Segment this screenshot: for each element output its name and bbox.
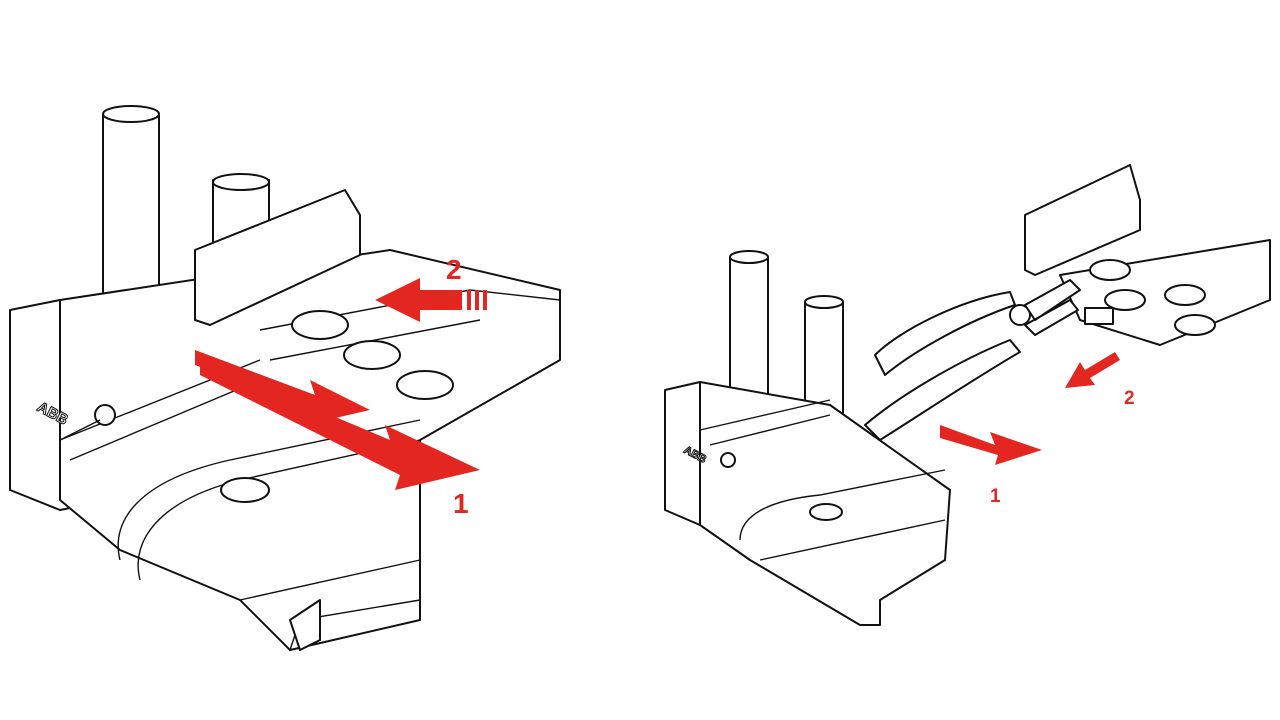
right-step-2-label: 2 (1124, 388, 1135, 409)
left-assembly: ABB (9, 105, 561, 651)
arrow-pull-out-1b (195, 350, 370, 425)
arrow-push-2 (375, 278, 462, 322)
pliers-handle-lower (864, 339, 1021, 441)
arrow-press-2 (1065, 352, 1120, 388)
right-arrows (940, 352, 1120, 465)
pliers-pivot (1009, 304, 1031, 326)
pliers-jaws (1024, 279, 1081, 336)
screw-head (94, 404, 116, 426)
left-step-1-label: 1 (453, 488, 469, 519)
right-assembly: ABB (664, 164, 1271, 626)
left-arrows (195, 278, 487, 490)
cable-left (729, 254, 769, 406)
pliers-handle-upper (874, 291, 1016, 376)
right-step-1-label: 1 (990, 486, 1001, 507)
housing-body (59, 249, 561, 651)
arrow-pull-out-1 (940, 425, 1042, 465)
cover-plate (1024, 164, 1141, 276)
cover-plate (194, 189, 361, 326)
left-step-2-label: 2 (446, 254, 462, 285)
